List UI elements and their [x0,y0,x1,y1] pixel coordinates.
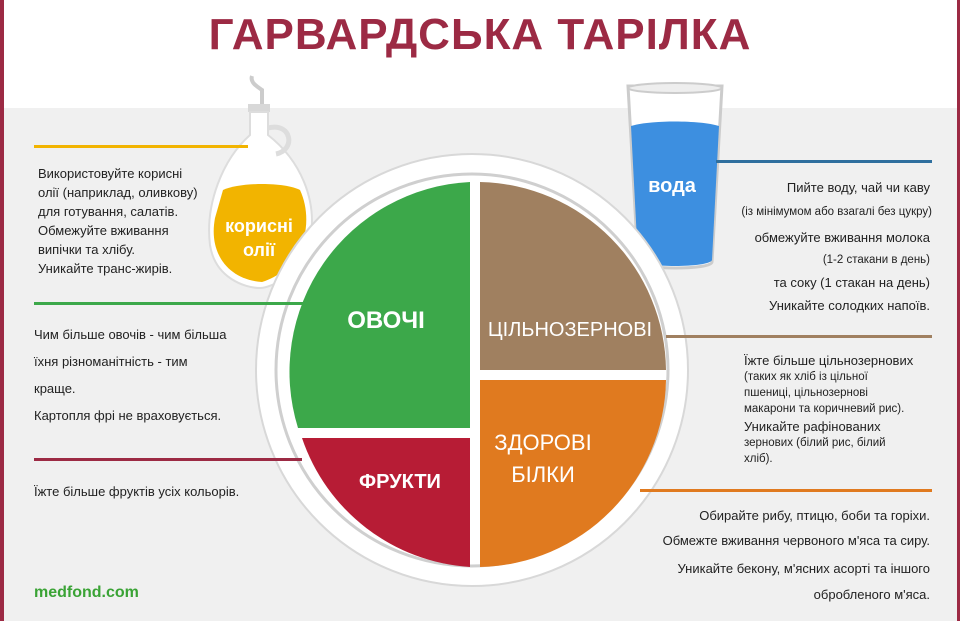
fruits-rule [34,458,302,461]
grains-text-4: макарони та коричневий рис). [744,403,905,415]
proteins-label-line1: ЗДОРОВІ [494,430,591,455]
proteins-label-line2: БІЛКИ [511,462,575,487]
fruits-section [302,438,470,567]
proteins-text-2: Обмежте вживання червоного м'яса та сиру… [662,533,930,548]
grains-text-1: Їжте більше цільнозернових [744,353,914,368]
oil-text-5: випічки та хлібу. [38,242,136,257]
vegetables-rule [34,302,304,305]
water-text-1: Пийте воду, чай чи каву [786,180,930,195]
oil-label-line1: корисні [225,216,293,236]
vegetables-label: ОВОЧІ [347,307,425,334]
grains-text-5: Уникайте рафінованих [744,419,881,434]
proteins-rule [640,489,932,492]
oil-text-3: для готування, салатів. [38,204,179,219]
grains-rule [666,335,932,338]
oil-bottle-icon [208,75,313,290]
oil-text-4: Обмежуйте вживання [38,223,169,238]
vegetables-section [289,182,470,428]
fruits-label: ФРУКТИ [359,471,441,493]
water-rule [716,160,932,163]
water-text-5: та соку (1 стакан на день) [773,275,930,290]
proteins-text-1: Обирайте рибу, птицю, боби та горіхи. [699,508,930,523]
page-title: ГАРВАРДСЬКА ТАРІЛКА [208,10,752,59]
oil-text-6: Уникайте транс-жирів. [38,261,173,276]
water-text-4: (1-2 стакани в день) [822,254,930,266]
grains-label: ЦІЛЬНОЗЕРНОВІ [488,319,652,341]
vegetables-text-4: Картопля фрі не враховується. [34,408,222,423]
water-label: вода [648,175,697,197]
proteins-text-3: Уникайте бекону, м'ясних асорті та іншог… [677,561,930,576]
water-text-2: (із мінімумом або взагалі без цукру) [741,206,932,218]
water-text-3: обмежуйте вживання молока [754,230,930,245]
grains-text-3: пшениці, цільнозернові [744,387,868,399]
oil-text-1: Використовуйте корисні [38,166,183,181]
fruits-text-1: Їжте більше фруктів усіх кольорів. [34,484,240,499]
vegetables-text-2: їхня різноманітність - тим [34,354,188,369]
oil-label-line2: олії [243,240,276,260]
frame-left [0,0,4,621]
grains-text-7: хліб). [744,453,773,465]
vegetables-text-1: Чим більше овочів - чим більша [34,327,227,342]
proteins-text-4: обробленого м'яса. [813,587,930,602]
grains-text-6: зернових (білий рис, білий [744,437,886,449]
water-glass-icon [626,82,724,270]
oil-rule [34,145,248,148]
vegetables-text-3: краще. [34,381,76,396]
source-logo: medfond.com [34,584,139,601]
oil-text-2: олії (наприклад, оливкову) [38,185,198,200]
proteins-section [480,380,666,567]
grains-text-2: (таких як хліб із цільної [744,371,868,383]
grains-section [480,182,666,370]
frame-right [957,0,960,621]
water-text-6: Уникайте солодких напоїв. [769,298,930,313]
